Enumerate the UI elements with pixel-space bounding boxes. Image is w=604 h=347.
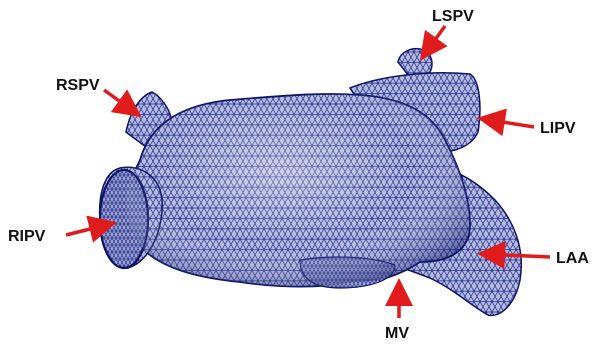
label-lspv: LSPV: [432, 8, 474, 25]
lipv-arrow: [484, 119, 534, 127]
label-lipv: LIPV: [540, 120, 576, 137]
rspv-arrow: [104, 90, 136, 113]
label-laa: LAA: [556, 250, 589, 267]
atrium-shading: [126, 94, 470, 287]
atrium-body: [100, 49, 522, 316]
label-mv: MV: [385, 325, 409, 342]
label-ripv: RIPV: [8, 228, 46, 245]
lspv-arrow: [424, 26, 445, 55]
label-rspv: RSPV: [56, 77, 100, 94]
